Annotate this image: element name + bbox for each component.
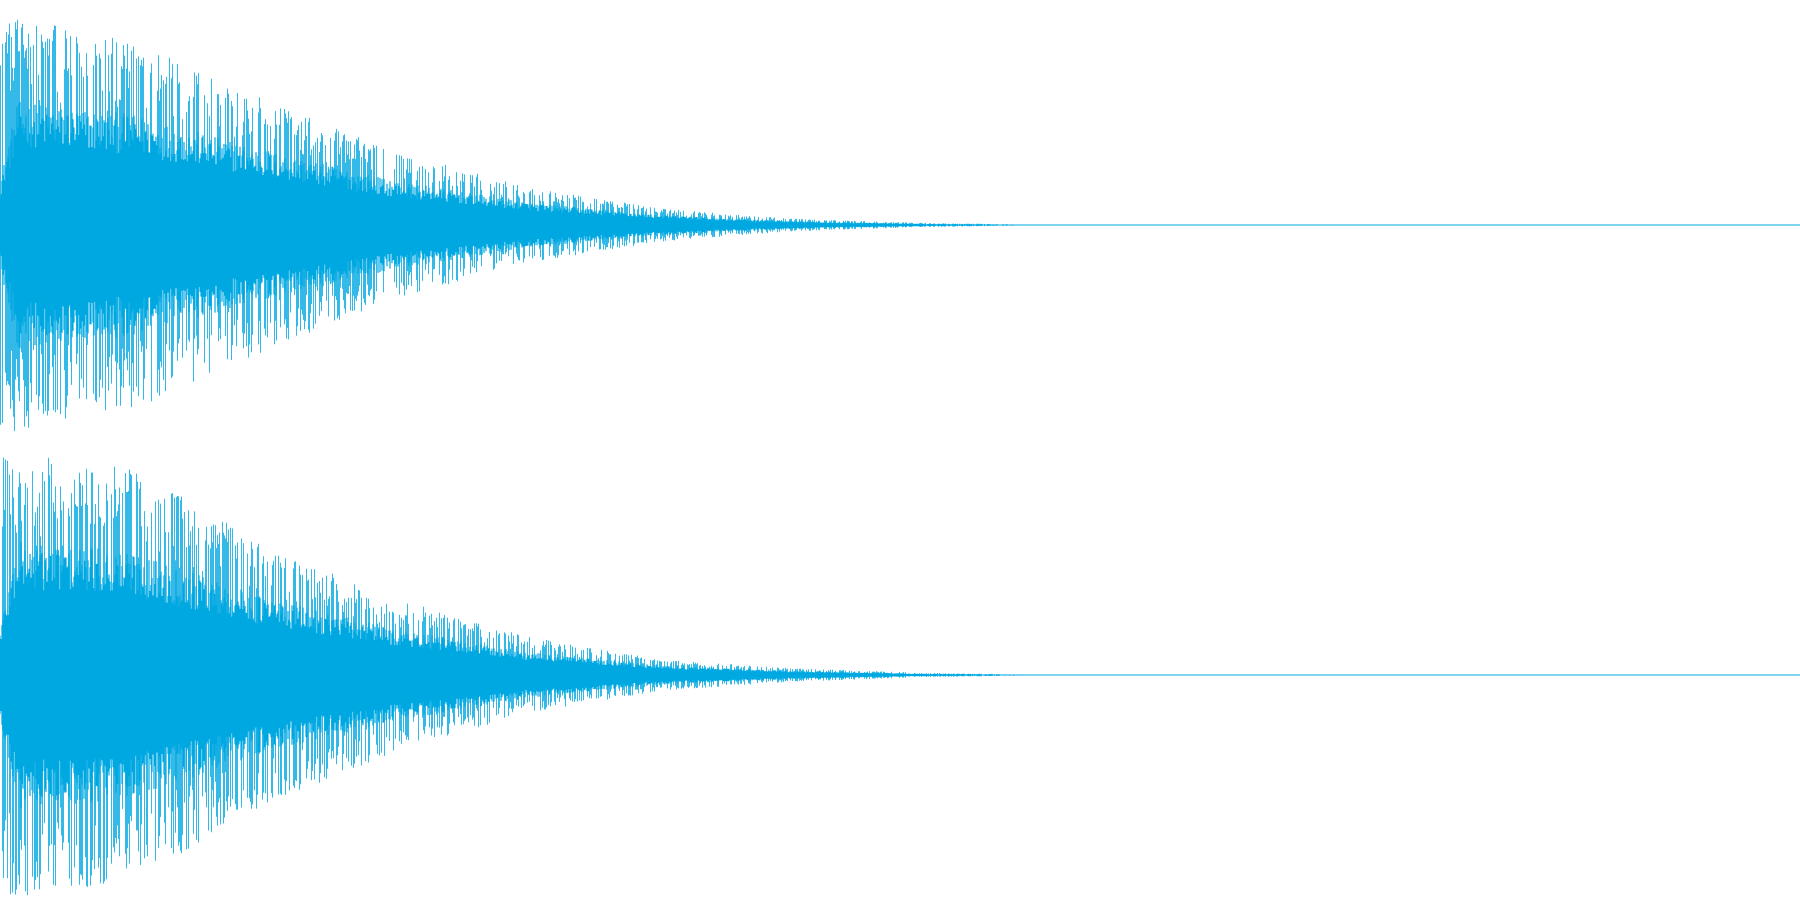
waveform-channel-2 [0, 457, 1800, 896]
waveform-channel-1 [0, 19, 1800, 432]
